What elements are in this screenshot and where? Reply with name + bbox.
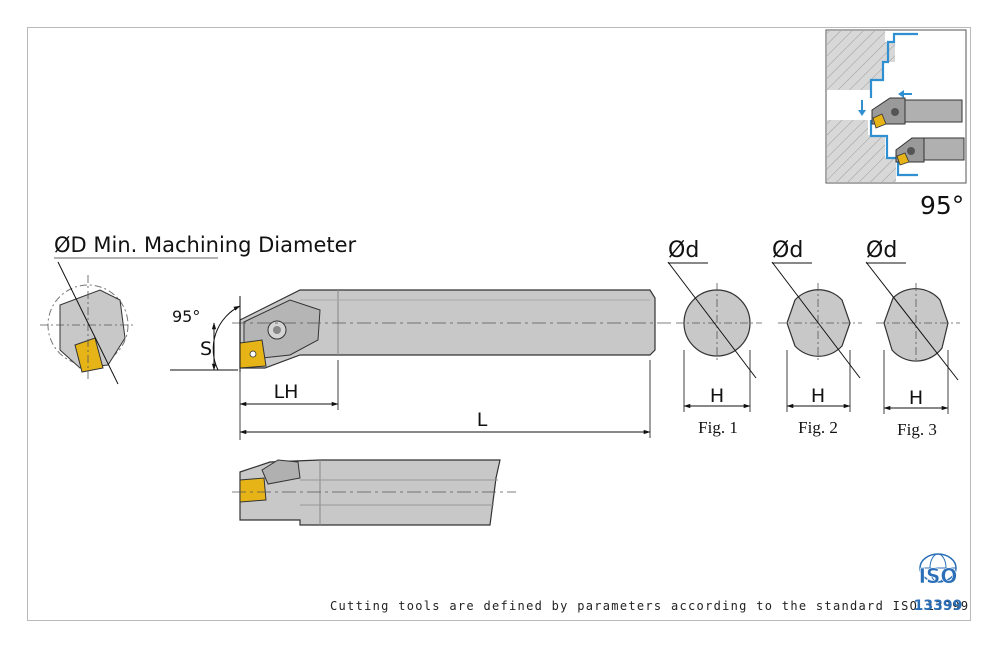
tool-side-view bbox=[232, 289, 672, 369]
fig2-h-label: H bbox=[811, 385, 825, 407]
iso-logo-top: ISO bbox=[919, 564, 958, 588]
tool-lower-view bbox=[232, 459, 516, 526]
footnote: Cutting tools are defined by parameters … bbox=[330, 599, 969, 613]
drawing-frame bbox=[27, 27, 971, 621]
fig1-d-label: Ød bbox=[668, 238, 699, 263]
fig1-caption: Fig. 1 bbox=[698, 418, 738, 437]
dim-lh-label: LH bbox=[274, 381, 299, 403]
dim-l-label: L bbox=[477, 409, 488, 431]
side-angle-label: 95° bbox=[172, 307, 200, 326]
fig2-d-label: Ød bbox=[772, 238, 803, 263]
page-title: ØD Min. Machining Diameter bbox=[54, 233, 357, 257]
fig3-d-label: Ød bbox=[866, 238, 897, 263]
fig2-section bbox=[771, 261, 862, 412]
inset-angle-label: 95° bbox=[920, 191, 964, 220]
fig1-h-label: H bbox=[710, 385, 724, 407]
application-inset bbox=[825, 29, 967, 184]
fig2-caption: Fig. 2 bbox=[798, 418, 838, 437]
fig1-section bbox=[667, 261, 762, 412]
iso-logo-bottom: 13399 bbox=[914, 598, 963, 614]
dim-s-label: S bbox=[200, 338, 212, 360]
min-diameter-view bbox=[40, 261, 136, 385]
fig3-section bbox=[865, 261, 960, 414]
fig3-caption: Fig. 3 bbox=[897, 420, 937, 439]
iso-13399-logo: ISO 13399 bbox=[914, 553, 963, 614]
fig3-h-label: H bbox=[909, 387, 923, 409]
